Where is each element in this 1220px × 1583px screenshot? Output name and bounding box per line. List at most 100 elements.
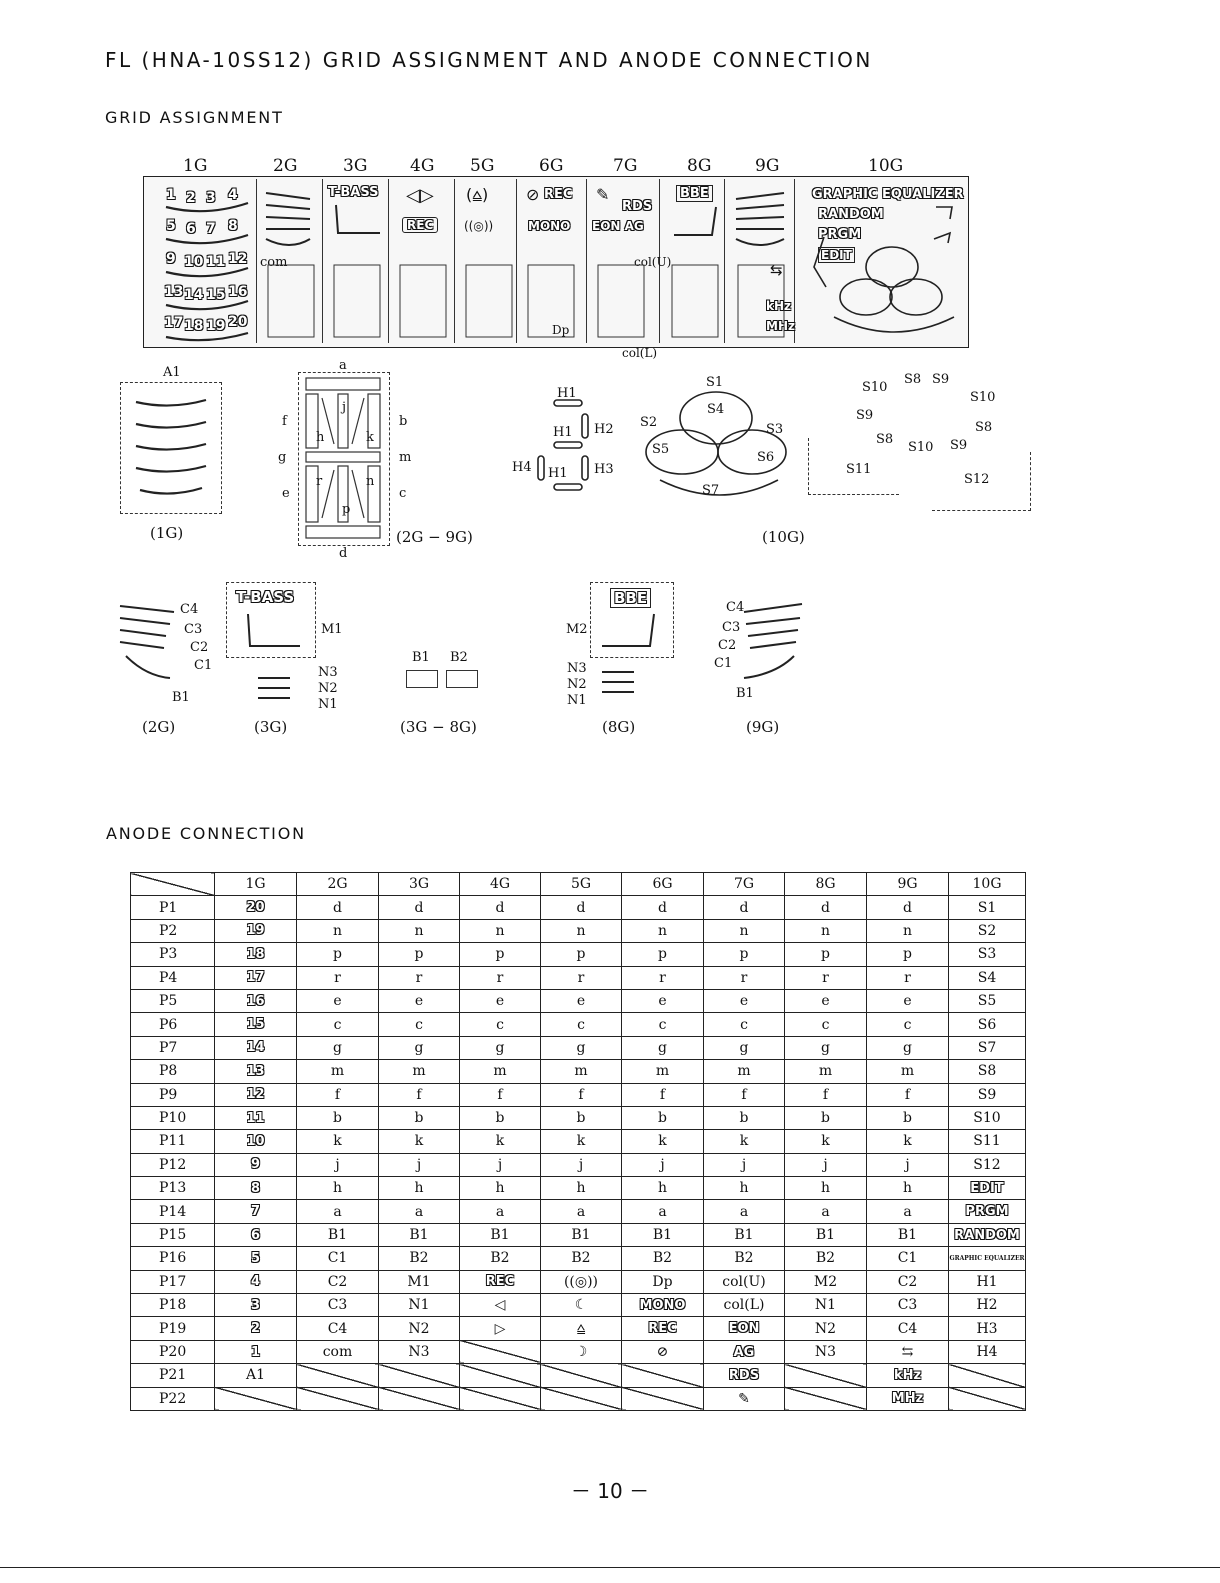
col-l-label: col(L) <box>622 346 658 360</box>
n-bars-8g <box>602 671 634 693</box>
table-cell: p <box>296 942 379 967</box>
table-cell: m <box>621 1059 704 1084</box>
seg-letter: c <box>399 486 407 501</box>
grid-divider <box>322 179 323 343</box>
table-cell: 13 <box>214 1059 297 1084</box>
pin-cell: P18 <box>130 1293 215 1318</box>
table-cell: n <box>459 918 541 944</box>
table-cell: B1 <box>866 1222 949 1248</box>
table-cell: n <box>296 918 379 944</box>
pin-cell: P4 <box>130 965 215 990</box>
table-cell: 19 <box>214 918 297 944</box>
seg-letter: r <box>316 474 323 489</box>
table-cell: f <box>866 1082 949 1107</box>
table-cell: f <box>621 1082 704 1107</box>
seg-letter: d <box>339 546 348 561</box>
table-cell: H3 <box>948 1316 1026 1341</box>
grid-label: 3G <box>343 156 368 176</box>
com-label: com <box>260 255 288 270</box>
m2-label: M2 <box>566 622 588 637</box>
table-cell: M2 <box>784 1269 867 1295</box>
table-cell: c <box>621 1012 704 1037</box>
bbe-indicator: BBE <box>676 185 713 202</box>
n-label: N2 <box>318 681 338 696</box>
table-cell: S1 <box>948 895 1026 920</box>
microphone-icon: ✎ <box>596 185 610 204</box>
table-cell: ☾ <box>540 1293 622 1318</box>
s11-box <box>808 438 899 495</box>
g1-num: 1 <box>166 187 176 203</box>
table-cell: EDIT <box>948 1176 1026 1201</box>
mhz-indicator: MHz <box>766 319 795 333</box>
g1-num: 3 <box>206 190 216 206</box>
table-cell: r <box>703 965 785 990</box>
table-cell <box>459 1339 541 1365</box>
table-cell: k <box>378 1129 460 1154</box>
h-segment-diagram <box>537 399 589 491</box>
table-cell: e <box>540 988 622 1014</box>
table-cell: C2 <box>296 1269 379 1295</box>
eon-ag-indicator: EON AG <box>592 219 644 233</box>
tbass-box <box>226 582 316 658</box>
pin-cell: P14 <box>130 1199 215 1224</box>
left-right-arrow-icon: ◁▷ <box>406 185 434 206</box>
table-cell: d <box>459 895 541 920</box>
table-cell: AG <box>703 1339 785 1365</box>
table-cell: H1 <box>948 1269 1026 1295</box>
grid-label: 4G <box>410 156 435 176</box>
b2-box <box>446 670 478 688</box>
table-cell: RDS <box>703 1363 785 1388</box>
table-cell: p <box>866 942 949 967</box>
table-cell <box>621 1363 704 1388</box>
table-cell: b <box>866 1105 949 1131</box>
n-label: N1 <box>567 693 587 708</box>
table-cell: n <box>378 918 460 944</box>
table-cell: 5 <box>214 1246 297 1271</box>
table-cell: b <box>459 1105 541 1131</box>
g1-num: 13 <box>164 284 184 300</box>
table-header-row: 1G 2G 3G 4G 5G 6G 7G 8G 9G 10G <box>130 871 1026 897</box>
table-cell: col(L) <box>703 1293 785 1318</box>
table-cell: REC <box>459 1269 541 1295</box>
tbass-indicator: T-BASS <box>328 185 379 200</box>
b2-label: B2 <box>450 650 468 665</box>
table-cell: 4 <box>214 1269 297 1295</box>
h-label: H1 <box>553 425 573 440</box>
table-cell: f <box>703 1082 785 1107</box>
table-cell: 16 <box>214 988 297 1014</box>
table-cell: ⩠ <box>540 1316 622 1341</box>
s-label: S7 <box>702 483 720 498</box>
n-bars-3g <box>258 677 290 699</box>
table-cell: 8 <box>214 1176 297 1201</box>
seg-letter: n <box>366 474 375 489</box>
table-header: 9G <box>866 871 949 897</box>
table-cell: 20 <box>214 895 297 920</box>
bottom-rule <box>0 1567 1220 1568</box>
table-cell: S11 <box>948 1129 1026 1154</box>
c-label: C3 <box>184 622 203 637</box>
table-cell: e <box>296 988 379 1014</box>
g1-num: 4 <box>228 187 238 203</box>
table-cell: col(U) <box>703 1269 785 1295</box>
table-cell: m <box>866 1059 949 1084</box>
table-cell: r <box>621 965 704 990</box>
g1-num: 8 <box>228 218 238 234</box>
caption-2g-9g: (2G − 9G) <box>396 528 473 546</box>
b1-label: B1 <box>172 690 190 705</box>
timer-icon: ⊘ <box>526 185 540 204</box>
g1-num: 7 <box>206 221 216 237</box>
g1-num: 20 <box>228 314 248 330</box>
pin-cell: P7 <box>130 1035 215 1061</box>
table-cell: a <box>459 1199 541 1224</box>
table-cell: MHz <box>866 1386 949 1411</box>
table-cell: N3 <box>378 1339 460 1365</box>
table-cell: B1 <box>540 1222 622 1248</box>
table-cell: a <box>378 1199 460 1224</box>
s-label: S8 <box>876 432 894 447</box>
